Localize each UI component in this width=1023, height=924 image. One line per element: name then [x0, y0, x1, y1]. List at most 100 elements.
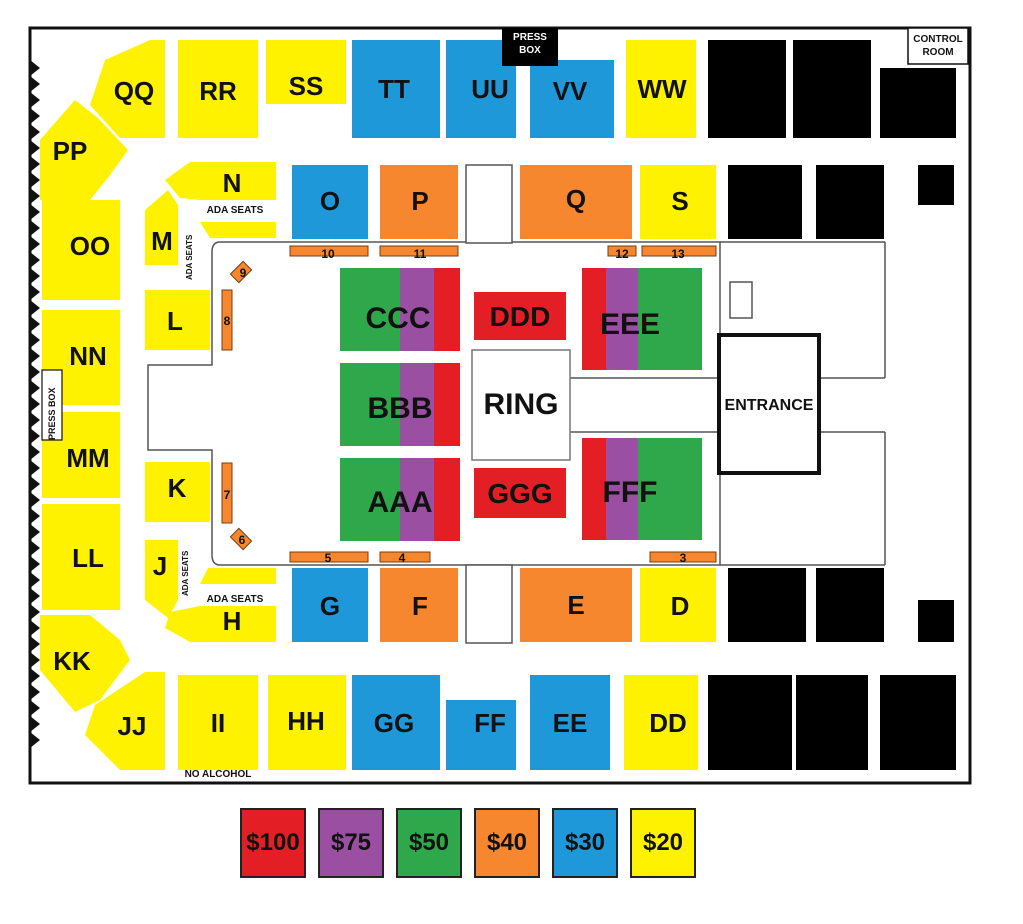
section-e[interactable]: [520, 568, 632, 642]
section-ddd[interactable]: [474, 292, 566, 340]
section-g[interactable]: [292, 568, 368, 642]
section-ccc-label: CCC: [366, 302, 431, 335]
section-ee-label: EE: [553, 708, 588, 738]
section-k[interactable]: [145, 462, 210, 522]
table-5[interactable]: [289, 551, 369, 563]
press-box-left-label: PRESS BOX: [47, 387, 57, 440]
section-ggg-label: GGG: [487, 478, 552, 509]
section-d-label: D: [671, 591, 690, 621]
table-3[interactable]: [649, 551, 717, 563]
control-room-line1: CONTROL: [913, 34, 962, 45]
section-ww[interactable]: [626, 40, 696, 138]
section-ll[interactable]: [42, 504, 120, 610]
table-13[interactable]: [641, 245, 717, 257]
section-uu-label: UU: [471, 74, 509, 104]
section-ddd-label: DDD: [490, 301, 551, 332]
section-ggg[interactable]: [474, 468, 566, 518]
section-fff-50[interactable]: [638, 438, 702, 540]
section-bbb-label: BBB: [368, 392, 433, 425]
table-10[interactable]: [289, 245, 369, 257]
table-10-label: 10: [321, 247, 335, 261]
table-9[interactable]: [229, 260, 253, 284]
table-6[interactable]: [229, 527, 253, 551]
ring: [471, 349, 571, 461]
table-13-label: 13: [671, 247, 685, 261]
section-h[interactable]: [165, 606, 276, 642]
section-m[interactable]: [145, 190, 178, 265]
section-j[interactable]: [145, 540, 178, 618]
section-ccc-75[interactable]: [400, 268, 434, 351]
table-11[interactable]: [379, 245, 459, 257]
section-ff[interactable]: [446, 700, 516, 770]
section-bbb-50[interactable]: [340, 363, 400, 446]
section-l-label: L: [167, 306, 183, 336]
section-eee-label: EEE: [600, 308, 660, 341]
section-p[interactable]: [380, 165, 458, 239]
table-12[interactable]: [607, 245, 637, 257]
section-ccc-100[interactable]: [434, 268, 460, 351]
section-o[interactable]: [292, 165, 368, 239]
sold-block: [880, 675, 956, 770]
section-g-label: G: [320, 591, 340, 621]
section-l[interactable]: [145, 290, 210, 350]
section-jj[interactable]: [85, 672, 165, 770]
legend-20: $20: [630, 808, 696, 878]
section-hh-label: HH: [287, 706, 325, 736]
section-aaa-75[interactable]: [400, 458, 434, 541]
table-4[interactable]: [379, 551, 431, 563]
section-pp[interactable]: [40, 100, 128, 200]
section-hh[interactable]: [268, 675, 346, 770]
legend-100: $100: [240, 808, 306, 878]
section-gg[interactable]: [352, 675, 440, 770]
section-oo-label: OO: [70, 231, 110, 261]
section-ss[interactable]: [266, 40, 346, 104]
table-5-label: 5: [325, 551, 332, 565]
section-fff-100[interactable]: [582, 438, 606, 540]
section-fff-75[interactable]: [606, 438, 638, 540]
section-h-label: H: [223, 606, 242, 636]
section-qq[interactable]: [90, 40, 165, 138]
entrance[interactable]: [717, 333, 821, 475]
section-ee[interactable]: [530, 675, 610, 770]
section-h-ada[interactable]: [200, 568, 276, 584]
press-box-line1: PRESS: [513, 32, 547, 43]
section-bbb-100[interactable]: [434, 363, 460, 446]
section-bbb-75[interactable]: [400, 363, 434, 446]
section-ccc-50[interactable]: [340, 268, 400, 351]
section-jj-label: JJ: [118, 711, 147, 741]
section-f[interactable]: [380, 568, 458, 642]
section-vv[interactable]: [530, 60, 614, 138]
ada-seats-bottom: ADA SEATS: [207, 594, 264, 605]
section-kk[interactable]: [40, 615, 130, 712]
section-s[interactable]: [640, 165, 716, 239]
section-ii[interactable]: [178, 675, 258, 770]
section-n-ada[interactable]: [200, 222, 276, 238]
section-qq-label: QQ: [114, 76, 154, 106]
section-dd-label: DD: [649, 708, 687, 738]
section-e-label: E: [567, 590, 584, 620]
section-tt[interactable]: [352, 40, 440, 138]
section-aaa-50[interactable]: [340, 458, 400, 541]
section-ss-label: SS: [289, 71, 324, 101]
table-8[interactable]: [221, 289, 233, 351]
section-tt-label: TT: [378, 74, 410, 104]
sold-block: [708, 675, 792, 770]
section-d[interactable]: [640, 568, 716, 642]
legend-40: $40: [474, 808, 540, 878]
section-aaa-100[interactable]: [434, 458, 460, 541]
section-eee-50[interactable]: [638, 268, 702, 370]
section-oo[interactable]: [42, 200, 120, 300]
control-room-line2: ROOM: [922, 47, 953, 58]
section-n[interactable]: [165, 162, 276, 200]
table-3-label: 3: [680, 551, 687, 565]
sold-block: [728, 165, 802, 239]
section-dd[interactable]: [624, 675, 698, 770]
table-7[interactable]: [221, 462, 233, 524]
section-k-label: K: [168, 473, 187, 503]
section-q[interactable]: [520, 165, 632, 239]
section-eee-100[interactable]: [582, 268, 606, 370]
section-ff-label: FF: [474, 708, 506, 738]
section-rr[interactable]: [178, 40, 258, 138]
section-eee-75[interactable]: [606, 268, 638, 370]
table-6-label: 6: [239, 533, 246, 547]
